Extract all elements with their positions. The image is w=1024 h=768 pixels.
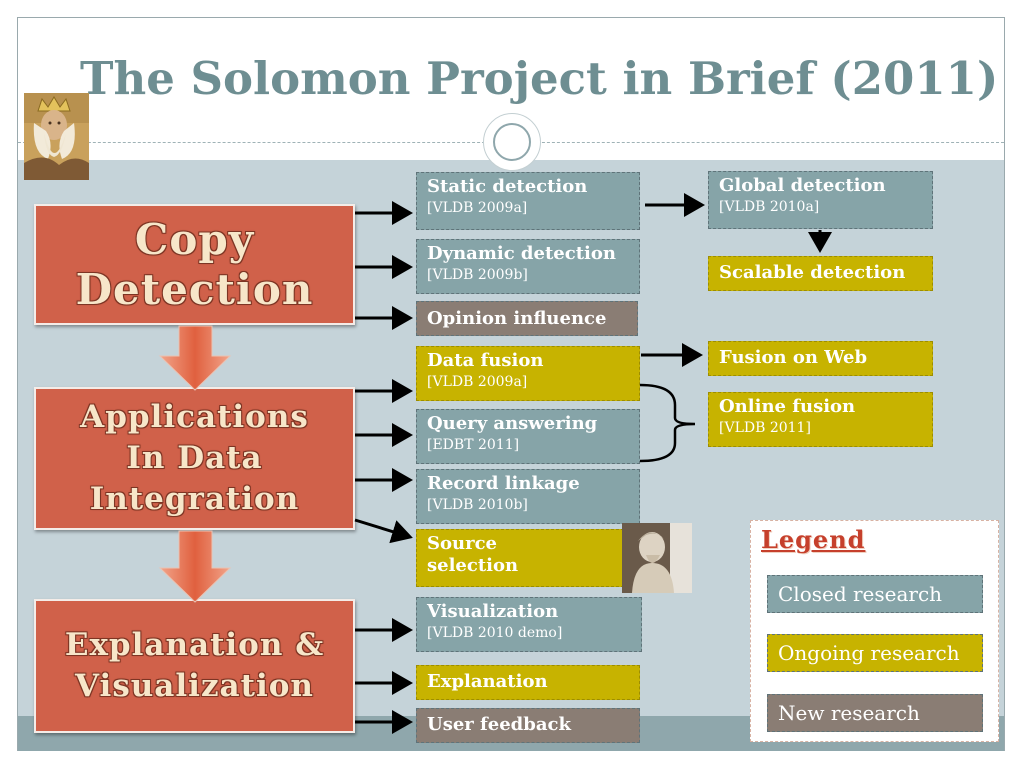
static-detection-box: Static detection [VLDB 2009a]	[416, 172, 640, 230]
data-fusion-box: Data fusion [VLDB 2009a]	[416, 346, 640, 401]
scalable-detection-title: Scalable detection	[719, 262, 906, 283]
opinion-influence-box: Opinion influence	[416, 301, 638, 336]
applications-block: Applications In Data Integration	[34, 387, 355, 530]
global-detection-box: Global detection [VLDB 2010a]	[708, 171, 933, 229]
legend-new-research: New research	[767, 694, 983, 732]
dynamic-detection-box: Dynamic detection [VLDB 2009b]	[416, 239, 640, 294]
user-feedback-box: User feedback	[416, 708, 640, 743]
legend-title: Legend	[761, 525, 866, 554]
visualization-title: Visualization	[427, 601, 559, 622]
copy-detection-line1: Copy	[134, 214, 255, 264]
divider-circle-ornament	[483, 113, 541, 171]
visualization-ref: [VLDB 2010 demo]	[427, 625, 563, 641]
legend-panel: Legend Closed research Ongoing research …	[750, 520, 999, 742]
query-answering-title: Query answering	[427, 413, 598, 434]
explanation-line2: Visualization	[75, 668, 314, 704]
user-feedback-title: User feedback	[427, 714, 571, 735]
static-detection-title: Static detection	[427, 176, 588, 197]
solomon-portrait-image	[24, 93, 89, 180]
legend-ongoing-research: Ongoing research	[767, 634, 983, 672]
explanation-visualization-block: Explanation & Visualization	[34, 599, 355, 733]
dynamic-detection-title: Dynamic detection	[427, 243, 616, 264]
dynamic-detection-ref: [VLDB 2009b]	[427, 267, 528, 283]
fusion-on-web-title: Fusion on Web	[719, 347, 868, 368]
data-fusion-title: Data fusion	[427, 350, 544, 371]
static-detection-ref: [VLDB 2009a]	[427, 200, 528, 216]
online-fusion-box: Online fusion [VLDB 2011]	[708, 392, 933, 447]
legend-closed-research: Closed research	[767, 575, 983, 613]
query-answering-box: Query answering [EDBT 2011]	[416, 409, 640, 464]
applications-line3: Integration	[89, 481, 300, 517]
online-fusion-ref: [VLDB 2011]	[719, 420, 811, 436]
data-fusion-ref: [VLDB 2009a]	[427, 374, 528, 390]
source-selection-box: Source selection	[416, 529, 624, 587]
record-linkage-box: Record linkage [VLDB 2010b]	[416, 469, 640, 524]
explanation-title: Explanation	[427, 671, 548, 692]
visualization-box: Visualization [VLDB 2010 demo]	[416, 597, 642, 652]
online-fusion-title: Online fusion	[719, 396, 856, 417]
fusion-on-web-box: Fusion on Web	[708, 341, 933, 376]
applications-line2: In Data	[126, 440, 263, 476]
record-linkage-title: Record linkage	[427, 473, 580, 494]
global-detection-title: Global detection	[719, 175, 886, 196]
solomon-bust-image	[622, 523, 692, 593]
global-detection-ref: [VLDB 2010a]	[719, 199, 820, 215]
opinion-influence-title: Opinion influence	[427, 308, 607, 329]
applications-line1: Applications	[80, 399, 309, 435]
explanation-box: Explanation	[416, 665, 640, 700]
copy-detection-line2: Detection	[75, 264, 314, 314]
source-selection-line2: selection	[427, 555, 519, 576]
copy-detection-block: Copy Detection	[34, 204, 355, 325]
record-linkage-ref: [VLDB 2010b]	[427, 497, 528, 513]
scalable-detection-box: Scalable detection	[708, 256, 933, 291]
query-answering-ref: [EDBT 2011]	[427, 437, 520, 453]
explanation-line1: Explanation &	[64, 627, 325, 663]
slide-title: The Solomon Project in Brief (2011)	[80, 52, 999, 105]
source-selection-line1: Source	[427, 533, 497, 554]
